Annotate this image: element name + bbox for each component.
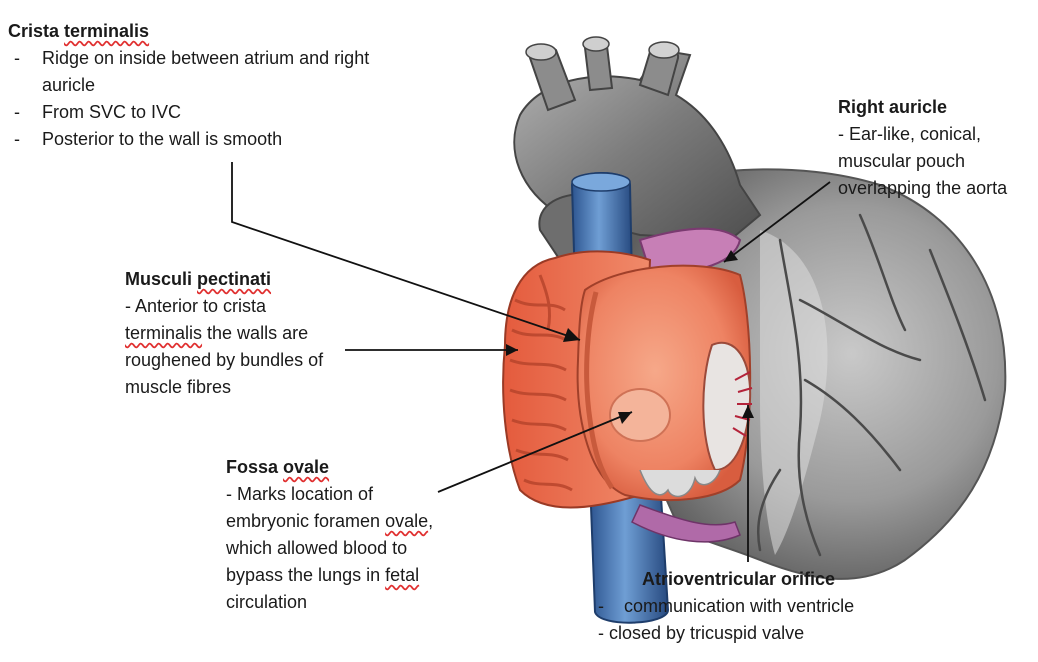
musculi-line-1: - Anterior to crista xyxy=(125,293,323,320)
musculi-line-4: muscle fibres xyxy=(125,374,323,401)
musculi-title: Musculi pectinati xyxy=(125,266,323,293)
fossa-title: Fossa ovale xyxy=(226,454,433,481)
crista-title: Crista terminalis xyxy=(8,18,369,45)
label-fossa-ovale: Fossa ovale - Marks location of embryoni… xyxy=(226,454,433,616)
fossa-line-1: - Marks location of xyxy=(226,481,433,508)
av-line-1: - communication with ventricle xyxy=(598,593,854,620)
crista-bullet-2: -From SVC to IVC xyxy=(8,99,369,126)
auricle-line-1: - Ear-like, conical, xyxy=(838,121,1007,148)
label-right-auricle: Right auricle - Ear-like, conical, muscu… xyxy=(838,94,1007,202)
fossa-line-3: which allowed blood to xyxy=(226,535,433,562)
av-line-2: - closed by tricuspid valve xyxy=(598,620,854,647)
musculi-line-2: terminalis the walls are xyxy=(125,320,323,347)
auricle-title: Right auricle xyxy=(838,94,1007,121)
musculi-line-3: roughened by bundles of xyxy=(125,347,323,374)
fossa-line-4: bypass the lungs in fetal xyxy=(226,562,433,589)
fossa-line-5: circulation xyxy=(226,589,433,616)
label-crista-terminalis: Crista terminalis -Ridge on inside betwe… xyxy=(8,18,369,153)
auricle-line-3: overlapping the aorta xyxy=(838,175,1007,202)
av-title: Atrioventricular orifice xyxy=(598,566,854,593)
crista-bullet-1-cont: auricle xyxy=(8,72,369,99)
fossa-line-2: embryonic foramen ovale, xyxy=(226,508,433,535)
label-musculi-pectinati: Musculi pectinati - Anterior to crista t… xyxy=(125,266,323,401)
auricle-line-2: muscular pouch xyxy=(838,148,1007,175)
label-av-orifice: Atrioventricular orifice - communication… xyxy=(598,566,854,647)
crista-bullet-1: -Ridge on inside between atrium and righ… xyxy=(8,45,369,72)
crista-bullet-3: -Posterior to the wall is smooth xyxy=(8,126,369,153)
